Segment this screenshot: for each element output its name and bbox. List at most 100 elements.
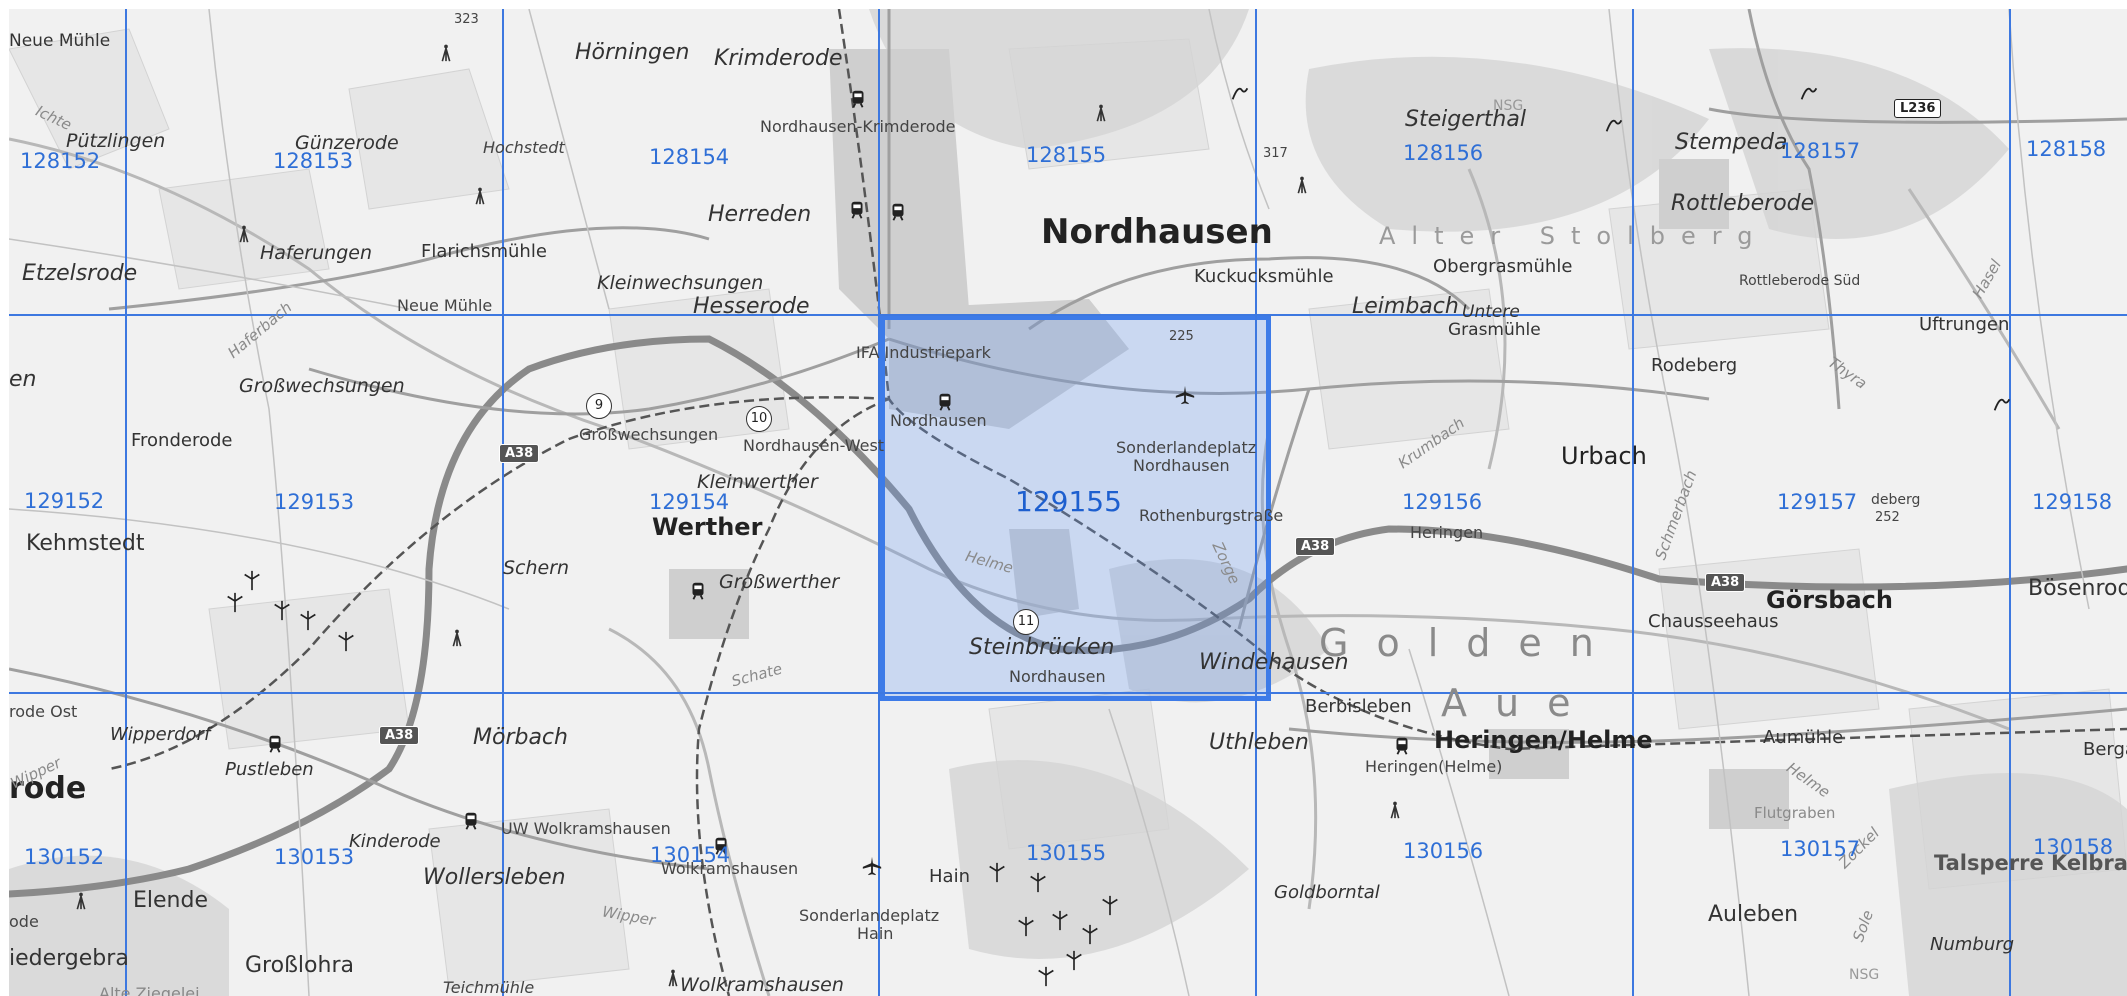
place-label: Uftrungen [1919, 314, 2010, 335]
place-label: Flutgraben [1754, 804, 1836, 822]
place-label: Etzelsrode [22, 261, 138, 286]
place-label: Wollersleben [423, 865, 566, 890]
antenna-icon [1297, 176, 1307, 194]
place-label: Fronderode [131, 430, 233, 451]
place-label: Pützlingen [66, 130, 166, 152]
wind-turbine-icon [338, 631, 354, 652]
place-label: iedergebra [9, 946, 129, 971]
place-label: Chausseehaus [1648, 611, 1779, 632]
place-label: Stempeda [1675, 130, 1788, 155]
antenna-icon [1096, 104, 1106, 122]
place-label: Alte Ziegelei [99, 984, 200, 996]
place-label: Auleben [1708, 902, 1799, 927]
train-icon [1396, 737, 1408, 755]
grid-line-h1 [9, 314, 2127, 316]
tile-id-label[interactable]: 129152 [24, 489, 105, 513]
train-icon [465, 812, 477, 830]
wind-turbine-icon [1018, 916, 1034, 937]
place-label: Heringen(Helme) [1365, 757, 1503, 776]
grid-line-v2 [502, 9, 504, 996]
road-number: 9 [586, 393, 612, 419]
tile-id-label[interactable]: 129158 [2032, 490, 2113, 514]
tile-id-label[interactable]: 128152 [20, 149, 101, 173]
place-label: Kuckucksmühle [1194, 266, 1334, 287]
antenna-icon [239, 225, 249, 243]
grid-line-h2 [9, 692, 2127, 694]
place-label: Nordhausen [1009, 667, 1106, 686]
place-label: Hain [857, 924, 894, 943]
train-icon [939, 393, 951, 411]
tile-id-label[interactable]: 130157 [1780, 837, 1861, 861]
place-label: Steigerthal [1405, 107, 1526, 132]
tile-id-label[interactable]: 128157 [1780, 139, 1861, 163]
basemap-terrain [9, 9, 2127, 996]
tile-id-label[interactable]: 130158 [2033, 835, 2114, 859]
place-label: Berbisleben [1305, 696, 1412, 717]
tile-id-label[interactable]: 130153 [274, 845, 355, 869]
tile-id-label[interactable]: 129154 [649, 490, 730, 514]
tile-id-label[interactable]: 129156 [1402, 490, 1483, 514]
elevation-label: 317 [1263, 146, 1288, 161]
tile-id-label[interactable]: 129153 [274, 490, 355, 514]
place-label: Wipperdorf [110, 724, 211, 745]
topographic-map[interactable]: Neue Mühle Pützlingen Günzerode Hochsted… [9, 9, 2127, 996]
tile-id-label-selected[interactable]: 129155 [1015, 485, 1122, 518]
place-label: UW Wolkramshausen [501, 819, 671, 838]
wind-turbine-icon [244, 570, 260, 591]
place-label: Urbach [1561, 442, 1647, 470]
place-label: Mörbach [473, 725, 568, 750]
place-label: IFA Industriepark [856, 343, 991, 362]
tile-id-label[interactable]: 128153 [273, 149, 354, 173]
place-label: Wolkramshausen [680, 974, 844, 996]
place-label: Nordhausen [890, 411, 987, 430]
tile-id-label[interactable]: 128154 [649, 145, 730, 169]
place-label: Rodeberg [1651, 355, 1738, 376]
tile-id-label[interactable]: 130154 [650, 843, 731, 867]
viewpoint-icon [1800, 87, 1818, 100]
place-label: Rothenburgstraße [1139, 506, 1284, 525]
place-label: Großlohra [245, 953, 354, 978]
place-label: Sonderlandeplatz [799, 906, 940, 925]
place-label: Günzerode [295, 132, 399, 154]
place-label: Nordhausen [1133, 456, 1230, 475]
tile-id-label[interactable]: 129157 [1777, 490, 1858, 514]
place-label: Neue Mühle [9, 31, 111, 51]
wind-turbine-icon [1066, 950, 1082, 971]
airplane-icon [862, 856, 882, 876]
tile-id-label[interactable]: 130152 [24, 845, 105, 869]
place-label: Görsbach [1766, 586, 1893, 614]
tile-id-label[interactable]: 128158 [2026, 137, 2107, 161]
motorway-shield: A38 [499, 444, 540, 463]
train-icon [715, 837, 727, 855]
place-label: Heringen/Helme [1434, 726, 1653, 754]
train-icon [692, 582, 704, 600]
motorway-shield: A38 [1705, 573, 1746, 592]
antenna-icon [76, 892, 86, 910]
viewpoint-icon [1605, 119, 1623, 132]
place-label: Bösenrod [2028, 576, 2127, 601]
place-label: Schern [503, 557, 570, 579]
tile-id-label[interactable]: 128155 [1026, 143, 1107, 167]
place-label: Kleinwechsungen [597, 272, 764, 294]
elevation-label: 323 [454, 12, 479, 27]
place-label: Aumühle [1763, 727, 1844, 748]
place-label: Windehausen [1199, 650, 1349, 675]
train-icon [892, 203, 904, 221]
place-label: Großwechsungen [579, 425, 719, 444]
place-label: Heringen [1410, 523, 1484, 542]
place-label: Goldborntal [1274, 882, 1380, 903]
place-label: en [9, 367, 37, 392]
wind-turbine-icon [1038, 966, 1054, 987]
selected-tile-highlight[interactable] [880, 315, 1271, 701]
elevation-label: 225 [1169, 329, 1194, 344]
place-label: Untere [1462, 302, 1520, 322]
place-label: Berga [2083, 739, 2127, 760]
viewpoint-icon [1231, 87, 1249, 100]
grid-line-v1 [125, 9, 127, 996]
tile-id-label[interactable]: 130155 [1026, 841, 1107, 865]
wind-turbine-icon [227, 592, 243, 613]
tile-id-label[interactable]: 128156 [1403, 141, 1484, 165]
tile-id-label[interactable]: 130156 [1403, 839, 1484, 863]
antenna-icon [441, 44, 451, 62]
place-label: Elende [133, 888, 208, 913]
